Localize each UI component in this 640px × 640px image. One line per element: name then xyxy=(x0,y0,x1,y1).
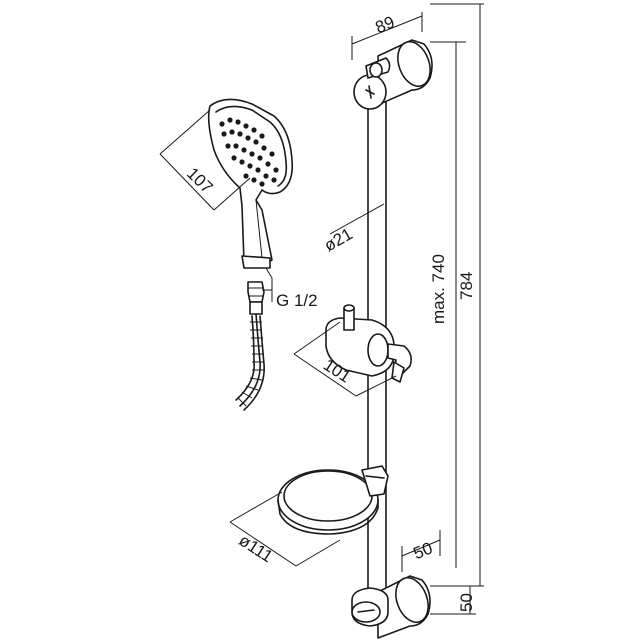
label-hose-thread: G 1/2 xyxy=(276,291,318,310)
shower-hose xyxy=(235,281,265,411)
label-bracket-width: 89 xyxy=(373,12,398,37)
label-head-width: 107 xyxy=(183,164,217,197)
hose-coil-marks xyxy=(237,321,264,407)
label-bottom-bracket-width: 50 xyxy=(411,538,436,563)
label-total-length: 784 xyxy=(457,272,476,300)
sliding-holder xyxy=(325,304,412,383)
spray-nozzles xyxy=(219,117,279,187)
top-wall-bracket xyxy=(353,39,433,110)
soap-tray xyxy=(277,465,389,535)
hand-shower xyxy=(207,98,294,269)
bottom-wall-bracket xyxy=(351,575,431,639)
label-rail-diameter: ø21 xyxy=(321,224,356,255)
dimension-lines xyxy=(159,3,484,615)
label-bottom-bracket-height: 50 xyxy=(457,593,476,612)
label-tray-diameter: ø111 xyxy=(235,531,276,567)
label-max-length: max. 740 xyxy=(429,254,448,324)
